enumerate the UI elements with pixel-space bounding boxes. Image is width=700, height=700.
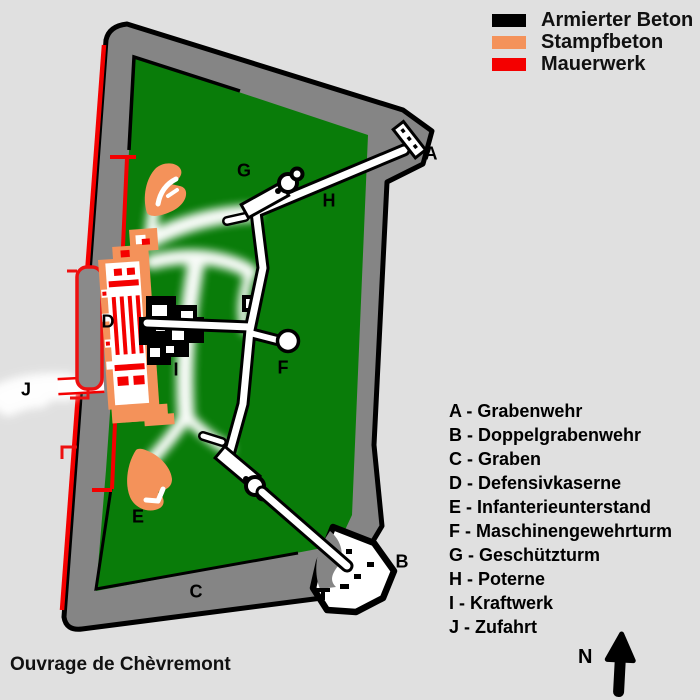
gun-turret-G — [239, 166, 305, 220]
map-label-F: F — [277, 357, 289, 378]
mg-turret-F — [275, 328, 301, 354]
stampfbeton-swatch — [492, 36, 526, 49]
poterne-to-B — [255, 485, 354, 573]
legend-row-armierter-beton: Armierter Beton — [492, 9, 694, 31]
map-label-C: C — [189, 581, 203, 602]
material-legend: Armierter Beton Stampfbeton Mauerwerk — [492, 9, 694, 79]
map-label-J: J — [20, 379, 32, 400]
north-compass: N — [578, 630, 648, 700]
armierter-beton-swatch — [492, 14, 526, 27]
key-item-H: H - Poterne — [449, 569, 546, 589]
north-label: N — [578, 646, 593, 668]
courtyard-red-outline — [60, 265, 104, 459]
key-item-I: I - Kraftwerk — [449, 593, 554, 613]
key-item-C: C - Graben — [449, 449, 542, 469]
legend-label: Mauerwerk — [541, 53, 646, 75]
power-plant-I — [139, 296, 204, 365]
plan-title: Ouvrage de Chèvremont — [10, 654, 231, 675]
key-item-G: G - Geschützturm — [449, 545, 601, 565]
feature-key-list: A - Grabenwehr B - Doppelgrabenwehr C - … — [449, 399, 672, 639]
counterscarp-A — [391, 119, 428, 160]
shelter-north — [144, 163, 187, 216]
key-item-D: D - Defensivkaserne — [449, 473, 622, 493]
legend-row-mauerwerk: Mauerwerk — [492, 53, 693, 75]
map-label-A: A — [424, 143, 438, 164]
map-label-E: E — [131, 506, 145, 527]
key-item-E: E - Infanterieunterstand — [449, 497, 652, 517]
map-label-G: G — [236, 160, 252, 181]
map-label-H: H — [322, 190, 336, 211]
map-label-D: D — [101, 311, 115, 332]
north-arrow-icon — [604, 631, 636, 697]
map-label-I: I — [173, 359, 179, 380]
mauerwerk-swatch — [492, 58, 526, 71]
key-item-J: J - Zufahrt — [449, 617, 537, 637]
inner-scarp-black-bottom — [94, 488, 299, 591]
inner-scarp-black-top — [127, 54, 241, 151]
map-label-B: B — [395, 551, 409, 572]
key-item-A: A - Grabenwehr — [449, 401, 583, 421]
legend-label: Armierter Beton — [541, 9, 694, 31]
key-item-B: B - Doppelgrabenwehr — [449, 425, 642, 445]
legend-label: Stampfbeton — [541, 31, 664, 53]
shelter-south-E — [127, 448, 172, 511]
key-item-F: F - Maschinengewehrturm — [449, 521, 673, 541]
poternes — [140, 143, 411, 458]
defensive-barracks-D — [98, 227, 175, 427]
legend-row-stampfbeton: Stampfbeton — [492, 31, 693, 53]
